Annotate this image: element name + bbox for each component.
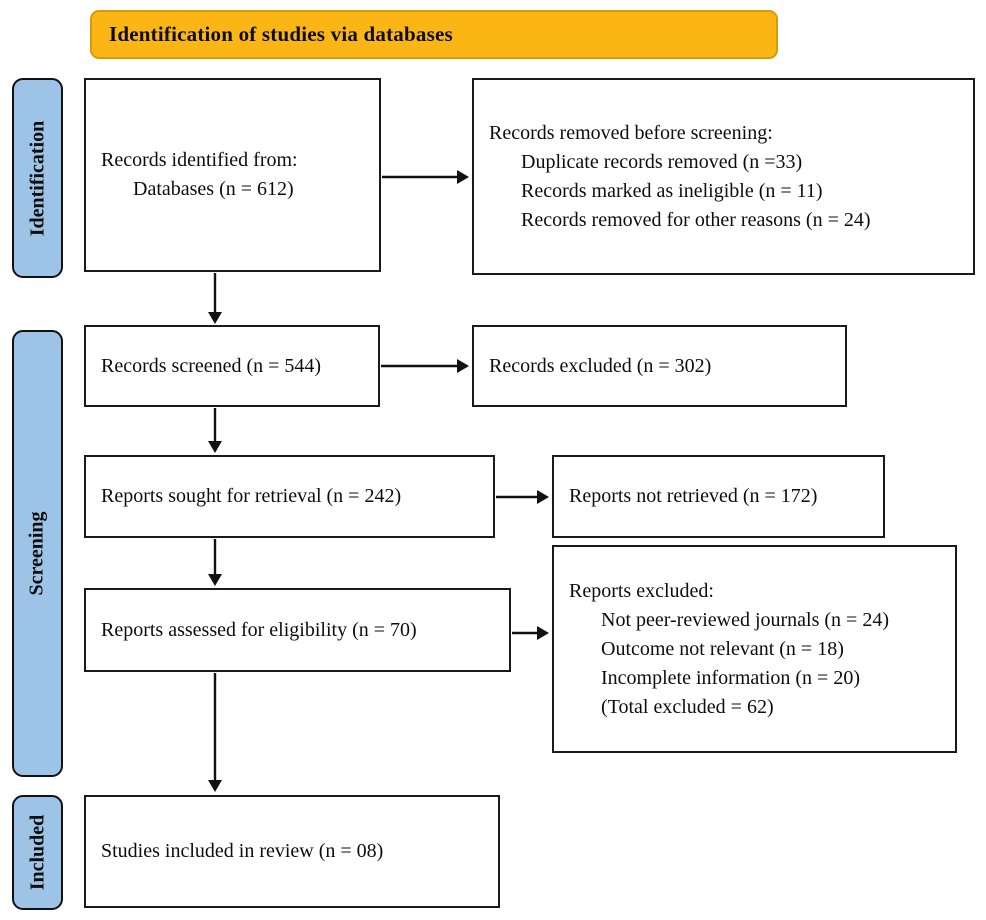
stage-label-screening-text: Screening xyxy=(26,511,49,596)
arrow-screened-to-excluded xyxy=(381,359,469,373)
box-reports-excluded: Reports excluded: Not peer-reviewed jour… xyxy=(552,545,957,753)
arrow-identified-to-screened xyxy=(208,273,222,324)
box-reports-sought-text: Reports sought for retrieval (n = 242) xyxy=(101,485,402,507)
box-records-excluded: Records excluded (n = 302) xyxy=(472,325,847,407)
arrow-assessed-to-reports-excluded xyxy=(512,626,549,640)
box-reports-excluded-line-4: Incomplete information (n = 20) xyxy=(601,666,860,689)
box-reports-excluded-line-3: Outcome not relevant (n = 18) xyxy=(601,637,844,660)
box-reports-excluded-line-1: Reports excluded: xyxy=(569,579,714,602)
stage-label-identification: Identification xyxy=(12,78,63,278)
box-reports-assessed-text: Reports assessed for eligibility (n = 70… xyxy=(101,618,417,641)
box-reports-assessed: Reports assessed for eligibility (n = 70… xyxy=(84,588,511,672)
box-records-excluded-text: Records excluded (n = 302) xyxy=(489,354,712,377)
arrow-sought-to-not-retrieved xyxy=(496,490,549,504)
box-records-screened: Records screened (n = 544) xyxy=(84,325,380,407)
box-reports-excluded-line-2: Not peer-reviewed journals (n = 24) xyxy=(601,608,889,631)
arrow-identified-to-removed xyxy=(382,170,469,184)
arrow-sought-to-assessed xyxy=(208,539,222,586)
box-records-removed: Records removed before screening: Duplic… xyxy=(472,78,975,275)
box-records-screened-text: Records screened (n = 544) xyxy=(101,354,322,377)
box-reports-not-retrieved: Reports not retrieved (n = 172) xyxy=(552,455,885,538)
stage-label-identification-text: Identification xyxy=(26,120,48,236)
box-reports-excluded-line-5: (Total excluded = 62) xyxy=(601,695,774,718)
box-studies-included: Studies included in review (n = 08) xyxy=(84,795,500,908)
stage-label-included: Included xyxy=(12,795,63,910)
box-records-removed-line-1: Records removed before screening: xyxy=(489,121,773,144)
box-records-removed-line-4: Records removed for other reasons (n = 2… xyxy=(521,208,871,231)
box-records-identified-line-1: Records identified from: xyxy=(101,149,298,171)
box-records-identified-line-2: Databases (n = 612) xyxy=(133,178,294,200)
stage-label-included-text: Included xyxy=(26,814,48,891)
box-records-identified: Records identified from: Databases (n = … xyxy=(84,78,381,272)
arrow-assessed-to-included xyxy=(208,673,222,792)
arrow-screened-to-sought xyxy=(208,408,222,453)
stage-label-screening: Screening xyxy=(12,330,63,777)
banner-title: Identification of studies via databases xyxy=(109,22,453,46)
banner: Identification of studies via databases xyxy=(90,10,778,59)
box-records-removed-line-3: Records marked as ineligible (n = 11) xyxy=(521,179,823,202)
box-studies-included-text: Studies included in review (n = 08) xyxy=(101,840,384,862)
box-reports-sought: Reports sought for retrieval (n = 242) xyxy=(84,455,495,538)
box-records-removed-line-2: Duplicate records removed (n =33) xyxy=(521,150,803,173)
box-reports-not-retrieved-text: Reports not retrieved (n = 172) xyxy=(569,485,818,507)
